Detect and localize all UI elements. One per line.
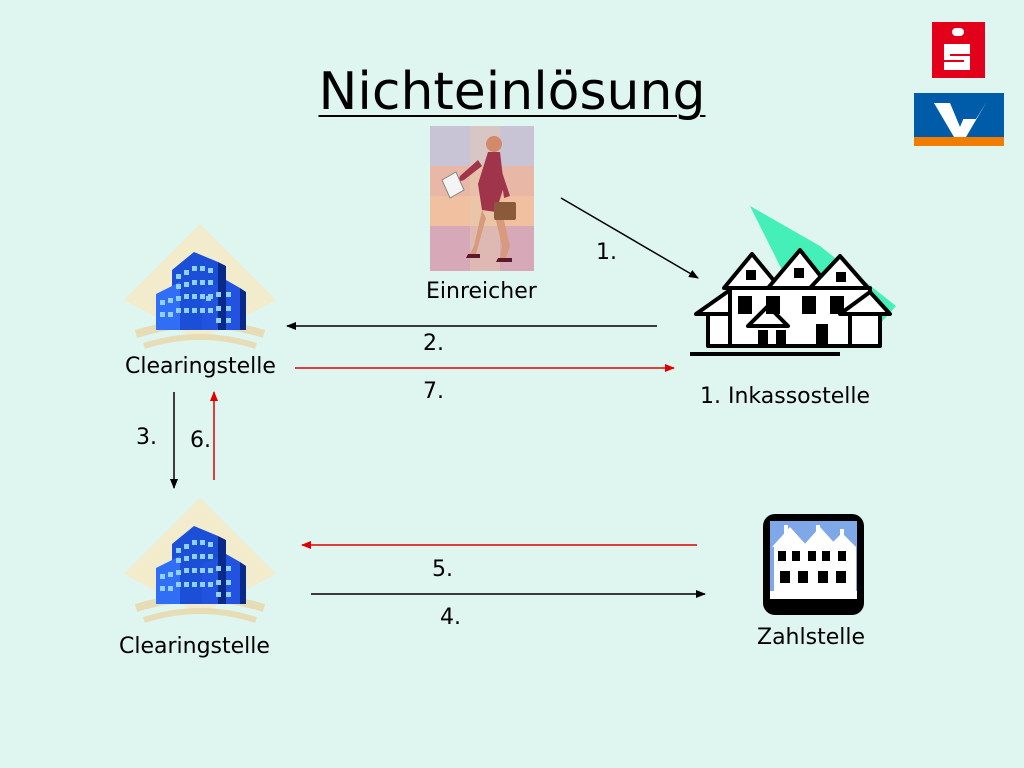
clearingstelle-top-label: Clearingstelle [125,354,276,379]
volksbank-logo [914,93,1004,153]
step-4-label: 4. [440,605,461,630]
zahlstelle-label: Zahlstelle [757,625,865,650]
townhouse-icon [762,513,865,616]
einreicher-label: Einreicher [426,279,537,304]
step-1-label: 1. [596,240,617,265]
arrow-1 [560,197,699,279]
step-7-label: 7. [423,379,444,404]
step-3-label: 3. [136,425,157,450]
clearingstelle-bottom-label: Clearingstelle [119,634,270,659]
row-houses-icon [690,206,896,372]
page-title: Nichteinlösung [318,62,706,122]
inkassostelle-label: 1. Inkassostelle [700,384,871,409]
businesswoman-icon [430,126,534,271]
office-building-icon [122,496,278,636]
step-6-label: 6. [190,428,211,453]
step-2-label: 2. [423,331,444,356]
step-5-label: 5. [432,557,453,582]
sparkasse-logo [932,22,985,78]
office-building-icon [122,222,278,362]
